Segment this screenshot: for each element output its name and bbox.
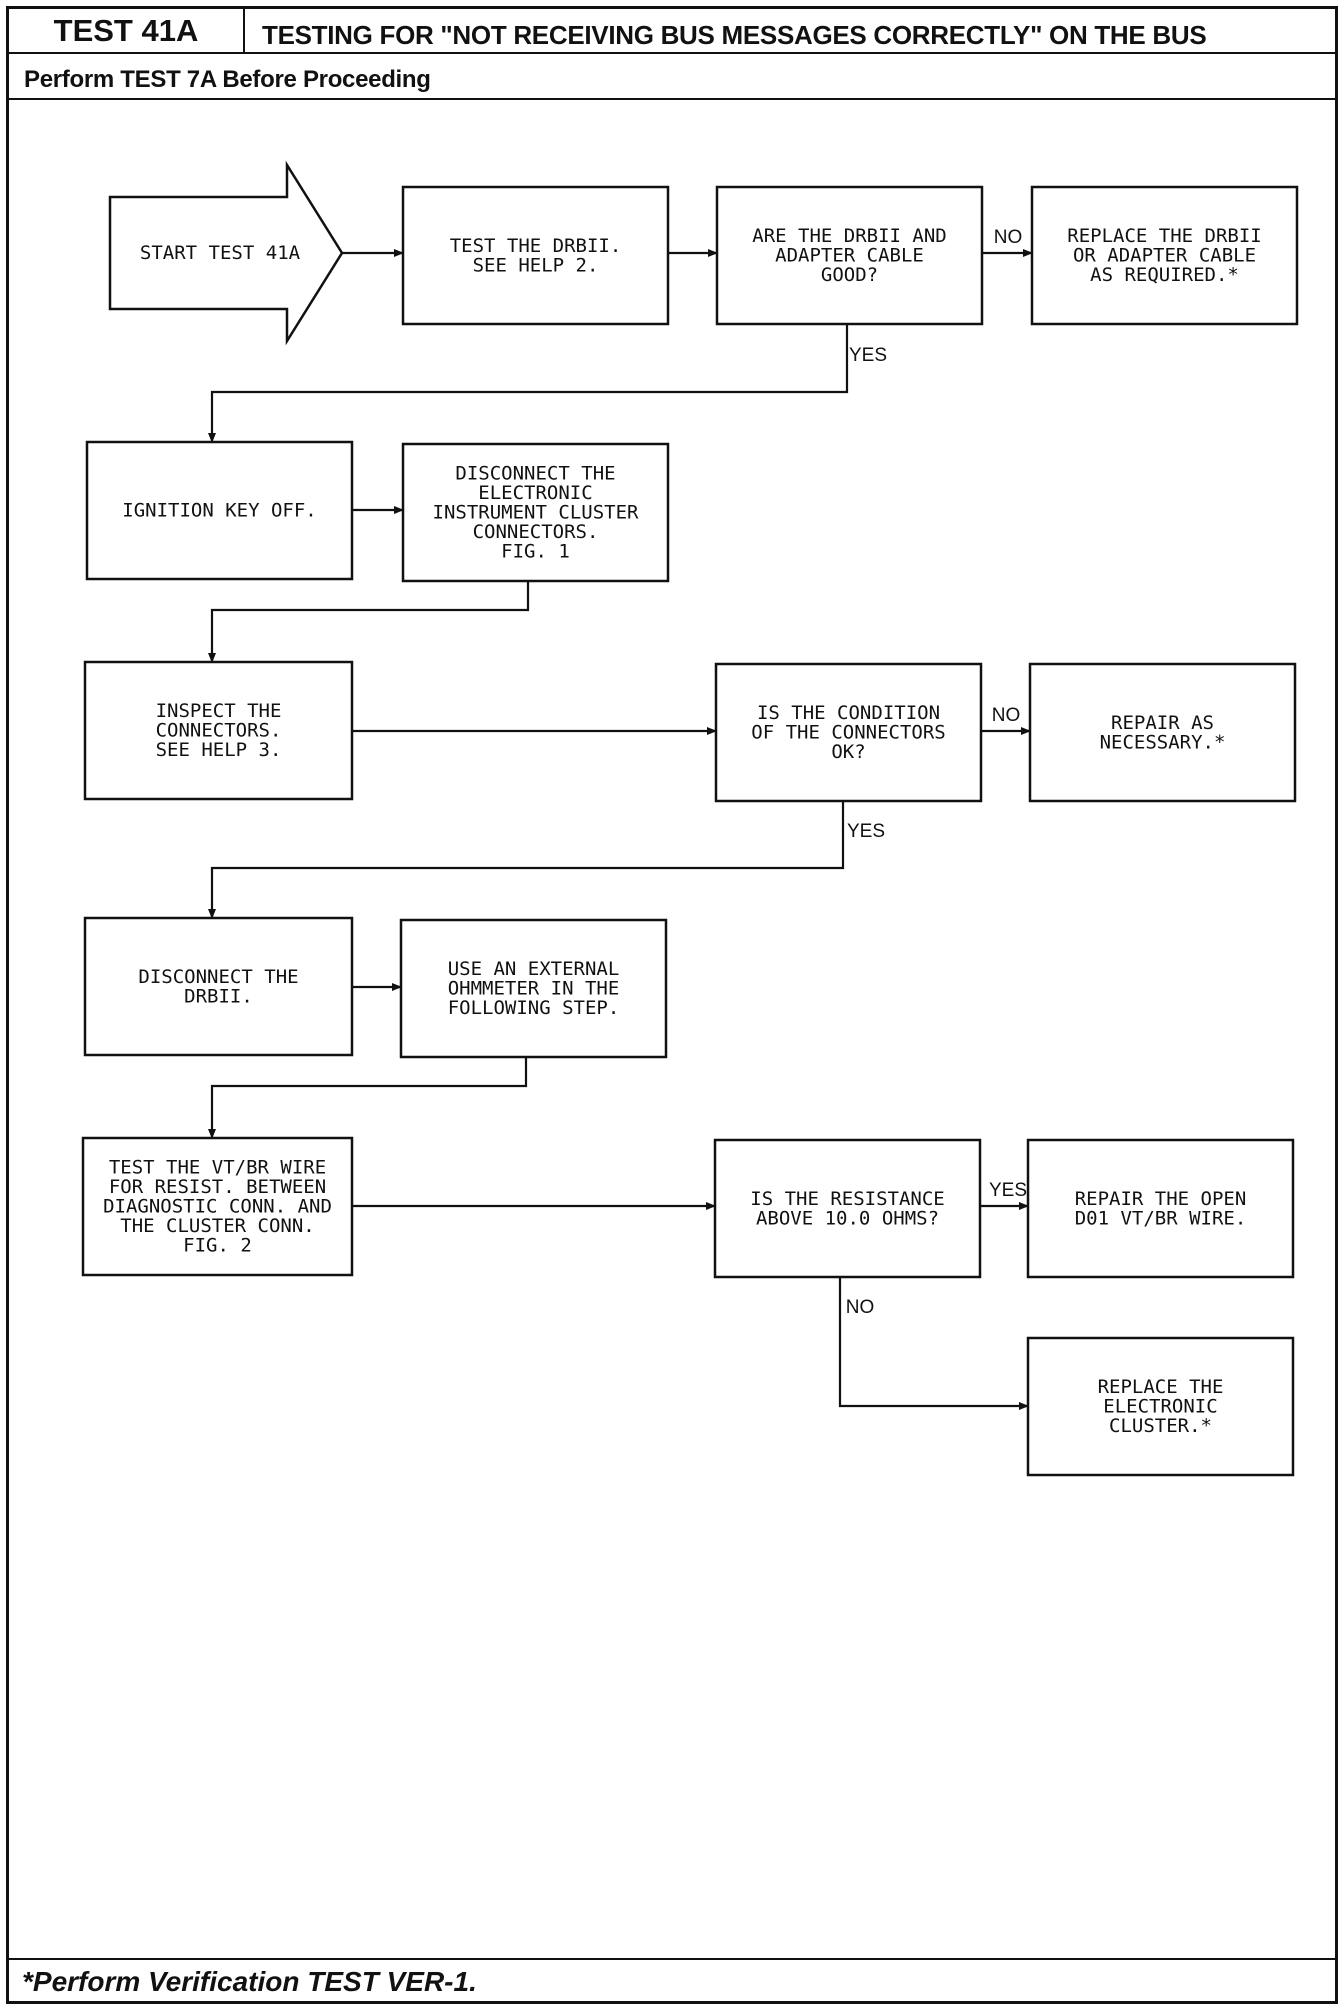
flow-box xyxy=(1028,662,1297,803)
flow-node-test-drbii: TEST THE DRBII.SEE HELP 2. xyxy=(401,185,670,326)
flow-edge-q-connectors-ok-to-disconnect-drbii xyxy=(208,801,845,919)
flow-box xyxy=(83,660,354,801)
edge-label-yes: YES xyxy=(847,821,885,842)
test-id: TEST 41A xyxy=(9,9,245,53)
footer-divider xyxy=(6,1958,1338,1960)
flow-edge-use-ohmmeter-to-test-wire xyxy=(208,1057,528,1139)
flow-node-text: START TEST 41A xyxy=(140,242,301,264)
prerequisite-note: Perform TEST 7A Before Proceeding xyxy=(24,66,431,93)
flow-box xyxy=(81,1136,354,1277)
flow-box xyxy=(714,662,983,803)
flow-box xyxy=(399,918,668,1059)
flow-node-ignition-off: IGNITION KEY OFF. xyxy=(85,440,354,581)
flow-edge-disconnect-cluster-to-inspect-connectors xyxy=(208,581,530,663)
flow-node-text: TEST THE DRBII.SEE HELP 2. xyxy=(450,235,622,277)
flow-box xyxy=(1026,1138,1295,1279)
edge-label-no: NO xyxy=(992,705,1021,726)
flow-box xyxy=(713,1138,982,1279)
prerequisite-divider xyxy=(6,98,1338,100)
edge-label-yes: YES xyxy=(849,345,887,366)
flow-node-start: START TEST 41A xyxy=(108,160,344,346)
flow-edge-q-resistance-to-replace-cluster xyxy=(838,1277,1029,1410)
edge-label-no: NO xyxy=(846,1297,875,1318)
flow-box xyxy=(83,916,354,1057)
flow-box xyxy=(401,185,670,326)
footer-note: *Perform Verification TEST VER-1. xyxy=(22,1966,477,1997)
start-arrow-shape xyxy=(108,160,344,346)
flow-box xyxy=(85,440,354,581)
flow-box xyxy=(715,185,984,326)
flow-node-text: IGNITION KEY OFF. xyxy=(122,500,316,522)
flow-box xyxy=(1030,185,1299,326)
flow-box xyxy=(401,442,670,583)
header-divider xyxy=(6,52,1338,54)
flow-box xyxy=(1026,1336,1295,1477)
page-title: TESTING FOR "NOT RECEIVING BUS MESSAGES … xyxy=(262,20,1207,50)
page-frame xyxy=(6,6,1338,2004)
edge-label-no: NO xyxy=(994,227,1023,248)
flow-edge-q-drbii-good-to-ignition-off xyxy=(208,324,849,443)
edge-label-yes: YES xyxy=(989,1180,1027,1201)
